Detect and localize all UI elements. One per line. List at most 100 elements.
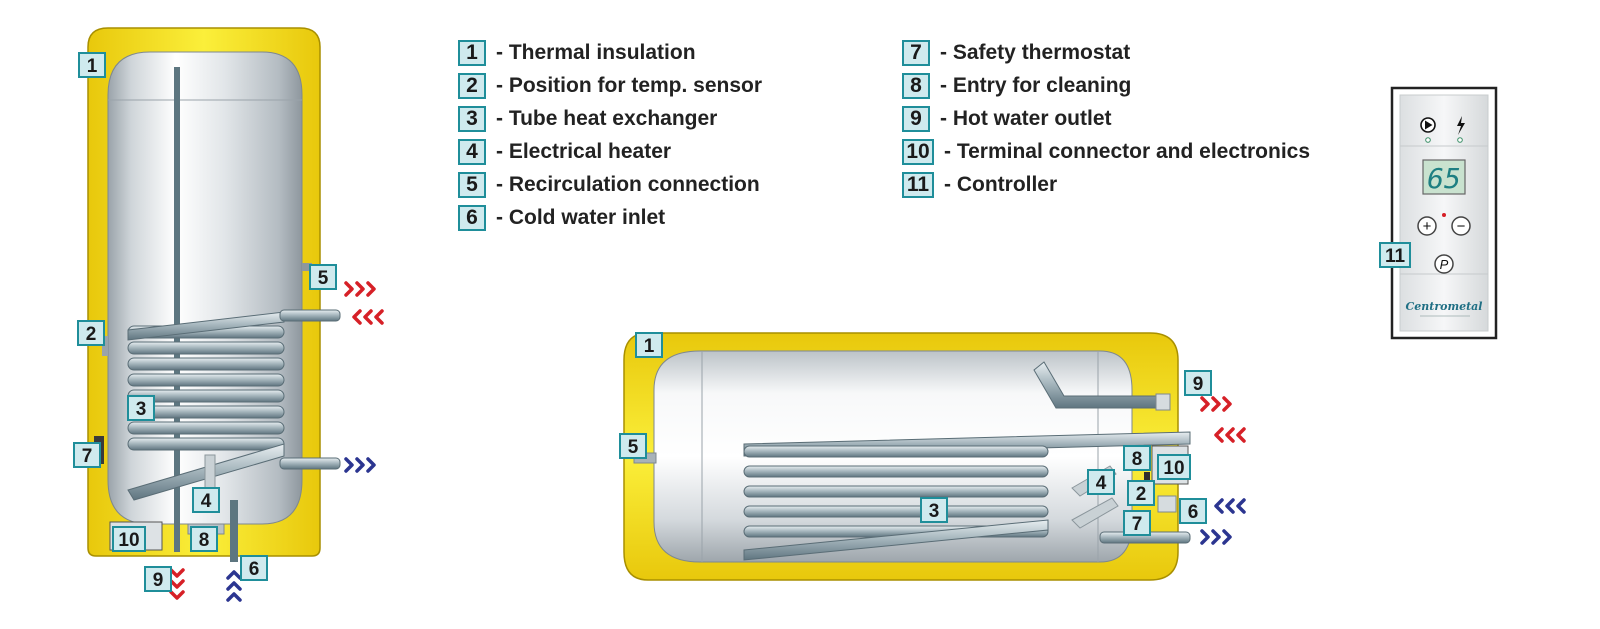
legend-text: - Cold water inlet [496,205,666,229]
legend-number: 5 [458,171,486,198]
legend-number: 1 [458,39,486,66]
heating-in-arrow [352,309,384,325]
callout-box [127,395,155,421]
heating-return-arrow [1200,529,1232,545]
svg-text:10: 10 [118,530,139,551]
hot-out-arrow [1200,396,1232,412]
display-value: 65 [1427,162,1461,195]
callout-box [635,332,663,358]
callout-box [1184,370,1212,396]
svg-text:1: 1 [644,336,655,357]
callout-box [1123,510,1151,536]
legend-item: 4 - Electrical heater [458,135,762,168]
svg-text:8: 8 [199,530,210,551]
legend-text: - Controller [944,172,1058,196]
cold-water-up-arrow [226,570,242,602]
legend-number: 9 [902,105,930,132]
vertical-coil [127,311,285,501]
pump-icon [1420,117,1436,133]
vertical-tank [87,27,341,562]
svg-text:4: 4 [201,491,212,512]
cold-in-arrow [1214,498,1246,514]
legend-text: - Hot water outlet [940,106,1112,130]
svg-text:5: 5 [318,268,329,289]
legend-number: 11 [902,171,934,198]
legend-item: 6 - Cold water inlet [458,201,762,234]
callout-box [1127,480,1155,506]
legend-text: - Thermal insulation [496,40,696,64]
legend-text: - Entry for cleaning [940,73,1132,97]
callout-box [192,487,220,513]
callout-box [920,497,948,523]
plus-button[interactable]: + [1417,216,1437,236]
legend-text: - Recirculation connection [496,172,760,196]
program-button[interactable]: P [1434,254,1454,274]
svg-text:1: 1 [87,56,98,77]
callout-box [144,566,172,592]
callout-box [1179,498,1207,524]
legend-item: 2 - Position for temp. sensor [458,69,762,102]
legend-number: 6 [458,204,486,231]
brand-logo: Centrometal [1406,300,1483,313]
svg-text:2: 2 [86,324,97,345]
legend-item: 1 - Thermal insulation [458,36,762,69]
callout-box [190,526,218,552]
callout-box [1157,454,1191,480]
heating-out-arrow [344,457,376,473]
callout-box [1123,445,1151,471]
legend-item: 10 - Terminal connector and electronics [902,135,1310,168]
lightning-icon [1457,116,1465,135]
vertical-hot-water-pipe [174,67,180,552]
svg-text:4: 4 [1096,473,1107,494]
legend-text: - Tube heat exchanger [496,106,718,130]
legend-number: 8 [902,72,930,99]
legend-number: 10 [902,138,934,165]
legend-item: 9 - Hot water outlet [902,102,1310,135]
svg-text:−: − [1457,218,1466,235]
legend-left: 1 - Thermal insulation 2 - Position for te… [458,36,762,234]
callout-box [1087,469,1115,495]
callout-box [619,433,647,459]
minus-button[interactable]: − [1451,216,1471,236]
svg-text:10: 10 [1163,458,1184,479]
svg-text:5: 5 [628,437,639,458]
svg-text:9: 9 [153,570,164,591]
callout-box [112,526,146,552]
horizontal-coil [743,431,1191,561]
legend-item: 8 - Entry for cleaning [902,69,1310,102]
svg-text:9: 9 [1193,374,1204,395]
callout-box [77,320,105,346]
svg-text:8: 8 [1132,449,1143,470]
legend-right: 7 - Safety thermostat 8 - Entry for cleani… [902,36,1310,201]
legend-text: - Position for temp. sensor [496,73,763,97]
legend-item: 5 - Recirculation connection [458,168,762,201]
svg-text:3: 3 [136,399,147,420]
horizontal-flow-arrows [1200,396,1246,545]
callouts: 1 2 3 4 5 6 7 8 9 10 1 2 3 4 5 6 7 8 [73,52,1411,592]
led-indicator-icon [1425,137,1431,143]
led-indicator-icon [1457,137,1463,143]
svg-text:7: 7 [82,446,93,467]
legend-item: 7 - Safety thermostat [902,36,1310,69]
hot-water-down-arrow [169,568,185,600]
heating-supply-arrow [1214,427,1246,443]
legend-item: 3- Tube heat exchanger [458,102,762,135]
legend-number: 7 [902,39,930,66]
callout-box [240,555,268,581]
legend-number: 4 [458,138,486,165]
svg-text:11: 11 [1385,246,1406,267]
callout-box [1379,242,1411,268]
horizontal-tank [623,332,1191,581]
recirculation-out-arrow [344,281,376,297]
svg-text:6: 6 [1188,502,1199,523]
legend-number: 2 [458,72,486,99]
callout-box [73,442,101,468]
legend-text: - Terminal connector and electronics [944,139,1311,163]
legend-item: 11 - Controller [902,168,1310,201]
controller-panel: 65 + − P Centrometal [1390,86,1498,340]
svg-text:2: 2 [1136,484,1147,505]
legend-text: - Electrical heater [496,139,672,163]
legend-text: - Safety thermostat [940,40,1131,64]
svg-text:7: 7 [1132,514,1143,535]
